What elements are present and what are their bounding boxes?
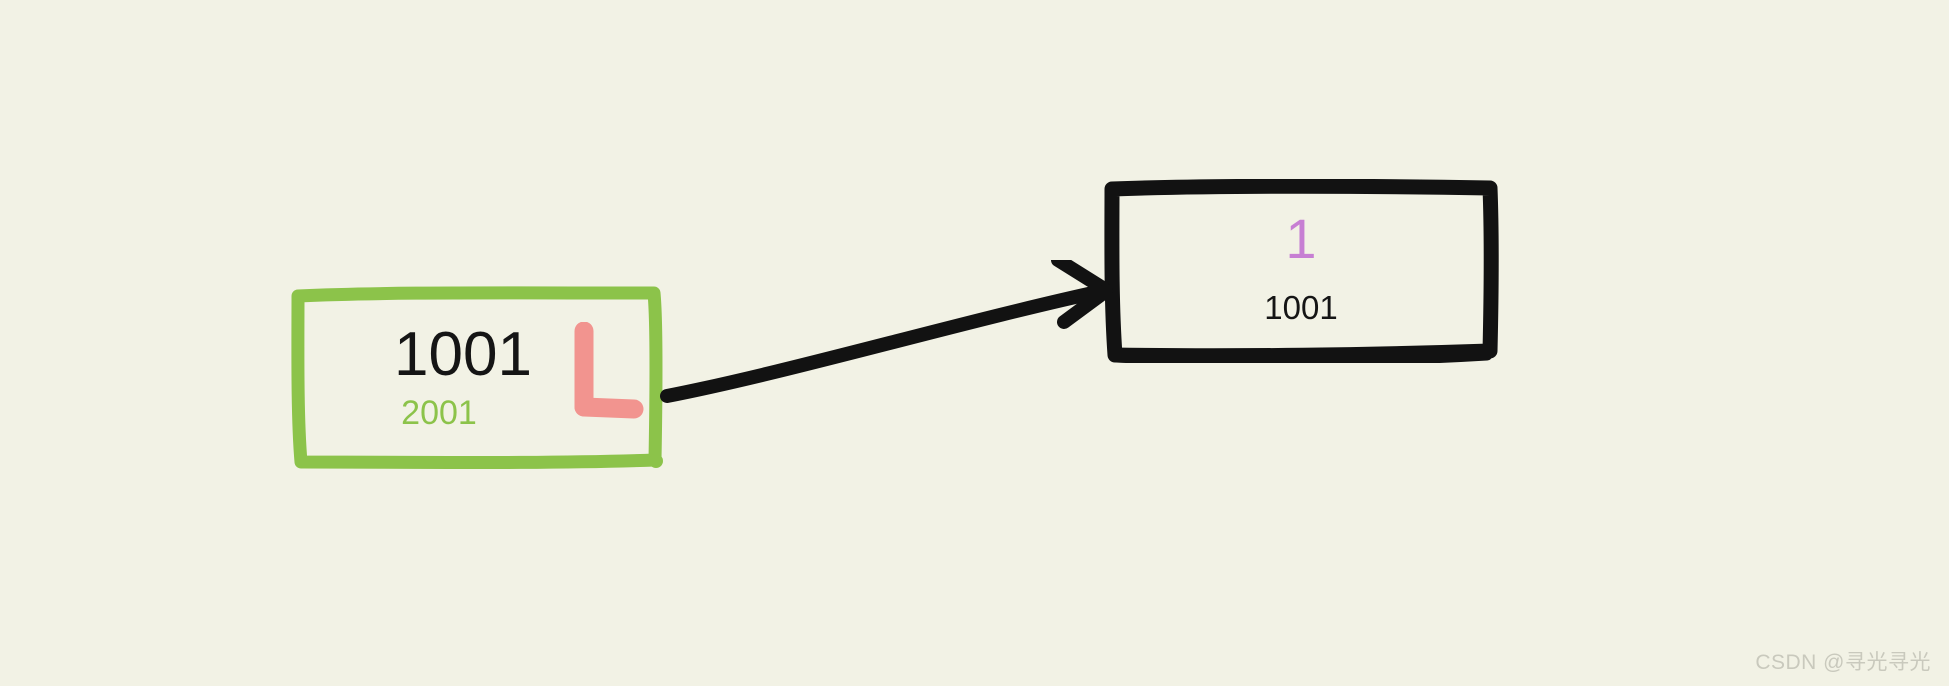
pointer-arrow xyxy=(660,260,1113,403)
source-node-primary-row: 1001 xyxy=(394,324,546,386)
target-node-box[interactable]: 1 1001 xyxy=(1103,179,1499,363)
target-node-secondary-value: 1001 xyxy=(1264,288,1338,326)
target-node-primary-value: 1 xyxy=(1285,206,1317,270)
source-node-secondary-value: 2001 xyxy=(401,394,477,432)
csdn-watermark: CSDN @寻光寻光 xyxy=(1755,651,1931,674)
source-node-content: 1001 2001 xyxy=(291,285,663,469)
target-node-content: 1 1001 xyxy=(1103,179,1499,363)
source-node-primary-value: 1001 xyxy=(394,320,532,389)
source-node-box[interactable]: 1001 2001 xyxy=(291,285,663,469)
